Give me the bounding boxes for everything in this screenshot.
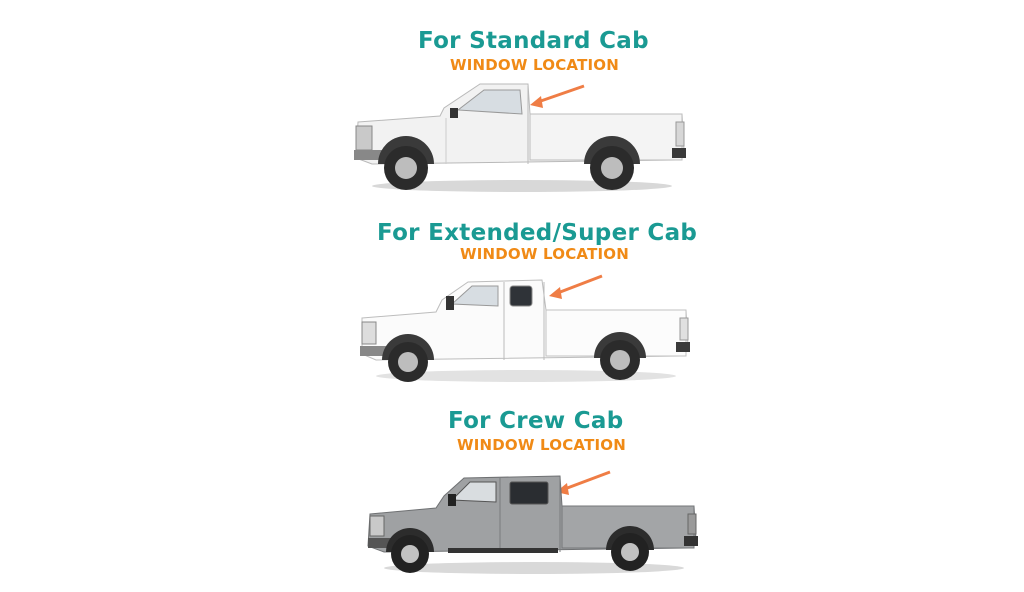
arrow-standard-cab <box>530 84 585 108</box>
subtitle-window-location: WINDOW LOCATION <box>457 436 626 454</box>
title-extended-cab: For Extended/Super Cab <box>377 220 698 246</box>
subtitle-window-location: WINDOW LOCATION <box>450 56 619 74</box>
arrow-crew-cab <box>556 470 611 495</box>
standard-cab-truck-image <box>354 83 686 192</box>
extended-cab-truck-image <box>360 279 690 382</box>
title-crew-cab: For Crew Cab <box>448 408 624 434</box>
arrow-extended-cab <box>549 274 603 299</box>
title-standard-cab: For Standard Cab <box>418 28 649 54</box>
crew-cab-truck-image <box>367 475 698 574</box>
subtitle-window-location: WINDOW LOCATION <box>460 245 629 263</box>
